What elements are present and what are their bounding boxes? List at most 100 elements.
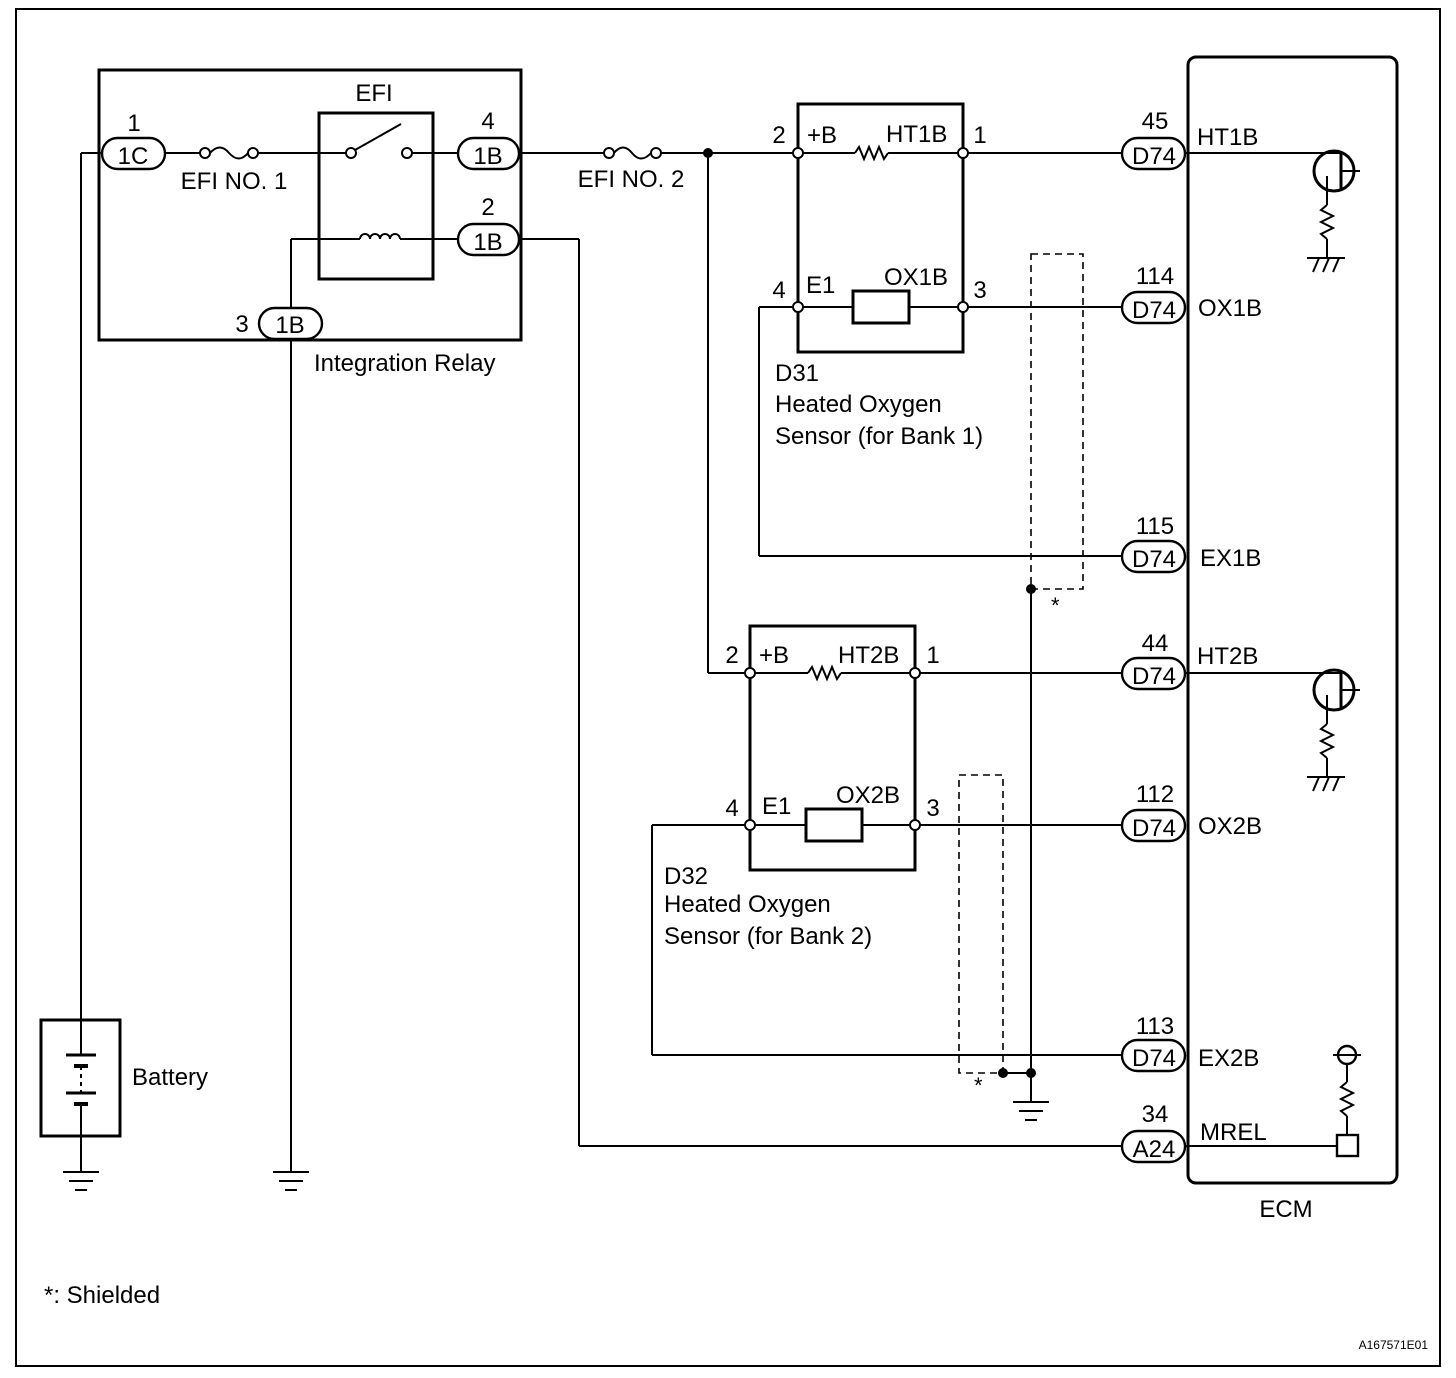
ecm-terminal-name: EX2B <box>1198 1045 1259 1072</box>
relay-switch-arm <box>354 123 402 151</box>
terminal-label: +B <box>759 642 789 669</box>
pin-number: 34 <box>1142 1101 1169 1128</box>
integration-relay: 1C 1B 1B 1B 1 4 2 3 EFI EFI NO. 1 Integr… <box>97 68 523 377</box>
ecm-terminal-name: OX2B <box>1198 813 1262 840</box>
mrel-driver-icon <box>1185 1044 1361 1158</box>
terminal <box>744 819 756 831</box>
integration-relay-label: Integration Relay <box>314 350 495 377</box>
fuse2-label: EFI NO. 2 <box>578 166 685 193</box>
sensor-d31: 2 1 4 3 +B HT1B E1 OX1B D31 Heated Oxyge… <box>758 102 1122 557</box>
relay-coil-icon <box>359 233 401 240</box>
pin-number: 3 <box>235 311 248 338</box>
pin-number: 45 <box>1142 108 1169 135</box>
ecm-terminal-name: HT1B <box>1197 124 1258 151</box>
efi-relay-label: EFI <box>355 80 392 107</box>
fuse2-terminal-right <box>650 147 662 159</box>
pin-number: 2 <box>772 122 785 149</box>
ecm-box <box>1186 55 1399 1185</box>
terminal <box>744 667 756 679</box>
connector-1b-pin4-label: 1B <box>473 143 502 170</box>
pin-number: 113 <box>1136 1013 1174 1040</box>
pin-number: 4 <box>725 795 738 822</box>
integration-relay-box <box>97 68 523 342</box>
sensor-d31-name: Sensor (for Bank 1) <box>775 423 983 450</box>
heater-resistor-icon <box>854 144 889 162</box>
ecm-connector-label: D74 <box>1132 143 1176 170</box>
ecm-connector-label: A24 <box>1133 1136 1176 1163</box>
ecm-connector-label: D74 <box>1132 297 1176 324</box>
sensor-d31-name: Heated Oxygen <box>775 391 942 418</box>
terminal-label: E1 <box>806 272 835 299</box>
fuse2-terminal-left <box>603 147 615 159</box>
sensor-d32-name: Heated Oxygen <box>664 891 831 918</box>
pin-number: 112 <box>1136 781 1174 808</box>
battery-label: Battery <box>132 1064 208 1091</box>
fuse1-terminal-left <box>199 147 211 159</box>
ground-icon <box>273 1171 309 1191</box>
connector-1b-pin2-label: 1B <box>473 229 502 256</box>
oxygen-sensor-element-icon <box>851 289 911 325</box>
terminal-label: E1 <box>762 793 791 820</box>
ecm-terminal-name: OX1B <box>1198 295 1262 322</box>
pin-number: 3 <box>973 277 986 304</box>
ground-icon <box>1013 1101 1049 1121</box>
shield-section: * * <box>958 253 1084 1121</box>
relay-contact-right <box>401 147 413 159</box>
shield-bank1 <box>1030 253 1084 590</box>
terminal <box>792 301 804 313</box>
terminal-label: OX2B <box>836 782 900 809</box>
battery-section: Battery <box>39 152 309 1191</box>
fuse2-icon <box>613 146 652 160</box>
pin-number: 44 <box>1142 630 1169 657</box>
pin-number: 1 <box>127 110 140 137</box>
pin-number: 2 <box>725 642 738 669</box>
shield-mark: * <box>1051 593 1060 618</box>
terminal-label: +B <box>807 122 837 149</box>
terminal <box>792 147 804 159</box>
shield-mark: * <box>974 1073 983 1098</box>
ecm-terminal-name: EX1B <box>1200 545 1261 572</box>
ecm-connector-d74 <box>1120 808 1187 843</box>
pin-number: 1 <box>973 122 986 149</box>
ecm-connector-label: D74 <box>1132 815 1176 842</box>
figure-code: A167571E01 <box>1359 1338 1429 1352</box>
ecm-terminal-name: MREL <box>1200 1119 1267 1146</box>
pin-number: 4 <box>772 277 785 304</box>
connector-1c-label: 1C <box>118 143 149 170</box>
fuse1-terminal-right <box>247 147 259 159</box>
terminal-label: OX1B <box>884 264 948 291</box>
connector-1b-pin3-label: 1B <box>275 312 304 339</box>
oxygen-sensor-element-icon <box>804 807 864 843</box>
pin-number: 114 <box>1136 263 1174 290</box>
shield-bank2 <box>958 774 1004 1074</box>
shielded-legend: *: Shielded <box>44 1282 160 1309</box>
terminal-label: HT1B <box>886 121 947 148</box>
transistor-icon <box>1185 668 1360 792</box>
terminal <box>957 301 969 313</box>
terminal <box>909 667 921 679</box>
ecm-connector-label: D74 <box>1132 546 1176 573</box>
pin-number: 115 <box>1136 513 1174 540</box>
ecm-label: ECM <box>1259 1196 1312 1223</box>
ecm-connector-label: D74 <box>1132 1045 1176 1072</box>
pin-number: 1 <box>926 642 939 669</box>
fuse1-icon <box>209 146 249 160</box>
terminal <box>957 147 969 159</box>
ecm-connector-d74 <box>1120 1038 1187 1073</box>
sensor-d31-box <box>796 102 965 354</box>
ecm-connector-label: D74 <box>1132 663 1176 690</box>
sensor-d32-name: Sensor (for Bank 2) <box>664 923 872 950</box>
pin-number: 2 <box>481 194 494 221</box>
power-distribution: EFI NO. 2 <box>519 146 1122 1147</box>
transistor-icon <box>1185 149 1360 273</box>
terminal <box>909 819 921 831</box>
ecm-connector-d74 <box>1120 290 1187 325</box>
terminal-label: HT2B <box>838 642 899 669</box>
sensor-d32-box <box>748 624 917 872</box>
pin-number: 3 <box>926 795 939 822</box>
relay-contact-left <box>345 147 357 159</box>
pin-number: 4 <box>481 108 494 135</box>
ecm-connector-d74 <box>1120 539 1187 574</box>
sensor-d32: 2 1 4 3 +B HT2B E1 OX2B D32 Heated Oxyge… <box>651 624 1122 1056</box>
